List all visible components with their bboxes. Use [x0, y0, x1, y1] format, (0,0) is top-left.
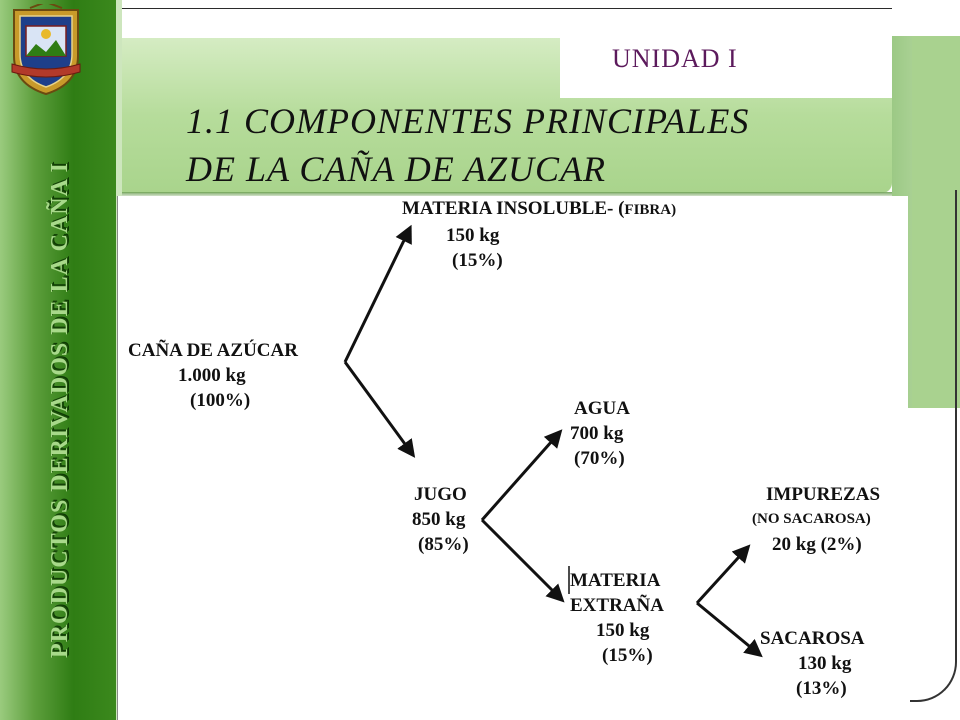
- diagram-area: [118, 196, 908, 720]
- water-pct: (70%): [574, 448, 625, 469]
- sucrose-name: SACAROSA: [760, 628, 865, 649]
- university-crest-icon: [11, 4, 81, 96]
- unit-label-box: [560, 38, 892, 98]
- arrow-cane-to-insoluble: [343, 224, 412, 363]
- water-name: AGUA: [574, 398, 630, 419]
- header-shadow: [122, 192, 892, 198]
- foreign-name-line1: MATERIA: [570, 570, 661, 591]
- node-insoluble: MATERIA INSOLUBLE- (FIBRA) 150 kg (15%): [402, 196, 676, 273]
- insoluble-name: MATERIA INSOLUBLE: [402, 198, 608, 219]
- sucrose-pct: (13%): [796, 678, 847, 699]
- juice-mass: 850 kg: [412, 509, 466, 530]
- node-cane: CAÑA DE AZÚCAR 1.000 kg (100%): [128, 338, 298, 413]
- slide-title-line-2: DE LA CAÑA DE AZUCAR: [186, 149, 607, 189]
- impurities-mass-pct: 20 kg (2%): [772, 534, 862, 555]
- left-sidebar-band: [0, 0, 122, 720]
- node-juice: JUGO 850 kg (85%): [412, 482, 469, 557]
- impurities-name: IMPUREZAS: [766, 484, 881, 505]
- insoluble-mass: 150 kg: [446, 225, 500, 246]
- slide-title-line-1: 1.1 COMPONENTES PRINCIPALES: [186, 101, 750, 141]
- arrow-foreign-to-sucrose: [696, 601, 763, 658]
- node-water: AGUA 700 kg (70%): [570, 396, 630, 471]
- sucrose-mass: 130 kg: [798, 653, 852, 674]
- arrow-foreign-to-impurities: [695, 544, 751, 605]
- content-frame-line: [117, 196, 118, 720]
- node-sucrose: SACAROSA 130 kg (13%): [760, 626, 865, 701]
- insoluble-sep: - (: [607, 198, 625, 219]
- water-mass: 700 kg: [570, 423, 624, 444]
- top-rule-line: [122, 8, 892, 9]
- node-impurities: IMPUREZAS (NO SACAROSA) 20 kg (2%): [752, 482, 880, 557]
- juice-name: JUGO: [414, 484, 467, 505]
- foreign-pct: (15%): [602, 645, 653, 666]
- foreign-mass: 150 kg: [596, 620, 650, 641]
- insoluble-pct: (15%): [452, 250, 503, 271]
- node-foreign-matter: MATERIA EXTRAÑA 150 kg (15%): [570, 568, 664, 668]
- insoluble-fiber: FIBRA): [624, 202, 677, 218]
- arrow-juice-to-water: [480, 429, 563, 521]
- unit-label: UNIDAD I: [612, 44, 738, 73]
- cane-name: CAÑA DE AZÚCAR: [128, 340, 298, 361]
- cane-mass: 1.000 kg: [178, 365, 246, 386]
- cane-pct: (100%): [190, 390, 251, 411]
- arrow-juice-to-foreign: [480, 518, 565, 603]
- impurities-note: (NO SACAROSA): [752, 511, 871, 527]
- arrow-cane-to-juice: [343, 361, 416, 458]
- juice-pct: (85%): [418, 534, 469, 555]
- foreign-name-line2: EXTRAÑA: [570, 595, 664, 616]
